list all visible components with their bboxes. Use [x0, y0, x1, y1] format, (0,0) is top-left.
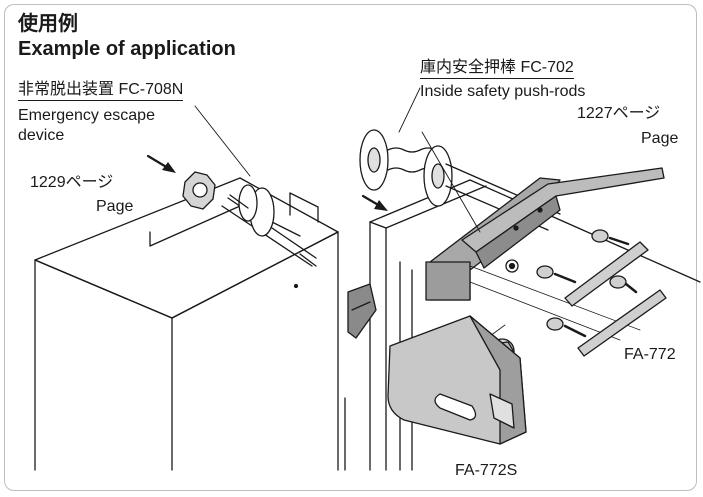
emergency-device-label-jp: 非常脱出装置 FC-708N — [18, 82, 184, 101]
cam-lock-part — [347, 283, 377, 339]
push-arrow-right — [361, 194, 388, 211]
inside-safety-push-rods — [359, 129, 561, 231]
push-arrow-left — [146, 154, 176, 173]
screw-2 — [536, 265, 577, 284]
emergency-device-label-en-1: Emergency escape — [18, 107, 155, 124]
part-label-fa-772s: FA-772S — [455, 462, 518, 479]
emergency-device-label-en-2: device — [18, 127, 65, 144]
push-rods-page-label: Page — [641, 130, 679, 147]
title-english: Example of application — [18, 38, 236, 60]
screw-4 — [546, 317, 587, 338]
latch-handle-assembly — [425, 167, 665, 301]
left-cabinet — [34, 177, 339, 471]
title-japanese: 使用例 — [18, 13, 78, 35]
screw-3 — [609, 275, 638, 294]
figure-frame — [4, 4, 697, 491]
push-rods-label-jp: 庫内安全押棒 FC-702 — [420, 60, 574, 79]
leader-lines — [194, 87, 481, 233]
screws-and-nuts — [469, 229, 641, 341]
push-rods-label-en: Inside safety push-rods — [420, 83, 586, 100]
strike-plates — [564, 241, 667, 357]
push-rods-page-number: 1227ページ — [577, 105, 661, 122]
part-label-fa-772: FA-772 — [624, 346, 676, 363]
cover-fa-772s — [387, 315, 527, 445]
emergency-page-label: Page — [96, 198, 134, 215]
emergency-page-number: 1229ページ — [30, 174, 114, 191]
emergency-escape-device — [182, 171, 317, 267]
screw-1 — [591, 229, 630, 246]
